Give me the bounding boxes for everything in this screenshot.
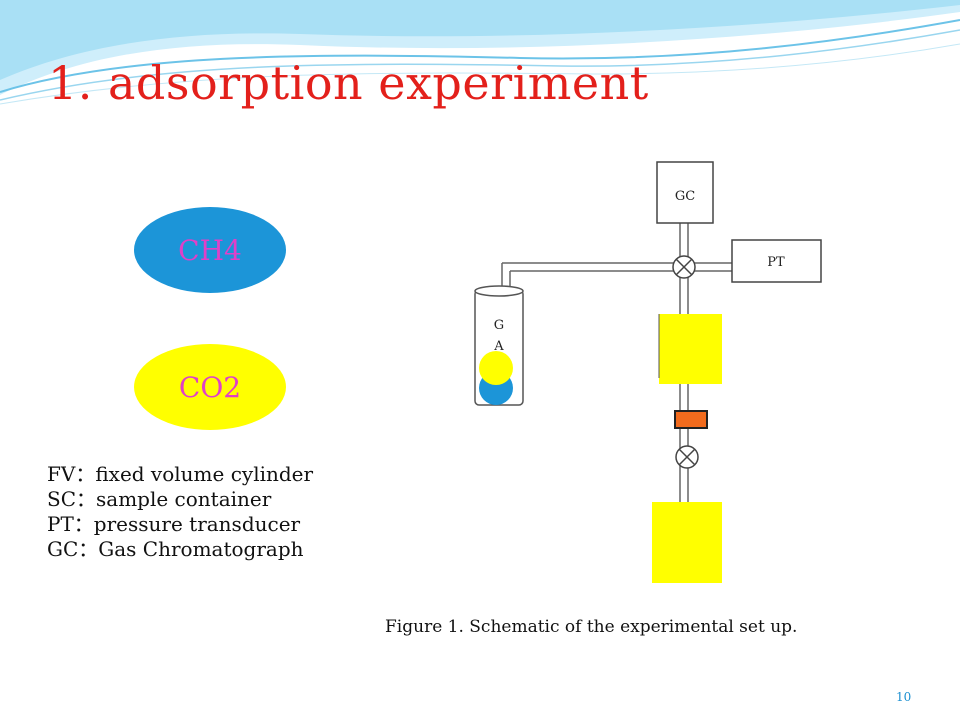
gc-label: GC — [675, 189, 695, 204]
schematic-diagram: GC PT G A — [381, 128, 914, 583]
slide-title: 1. adsorption experiment — [48, 56, 649, 110]
abbreviation-legend: FV：fixed volume cylinder SC：sample conta… — [47, 462, 313, 562]
figure-caption: Figure 1. Schematic of the experimental … — [385, 617, 798, 637]
legend-item-fv: FV：fixed volume cylinder — [47, 462, 314, 486]
co2-label: CO2 — [178, 370, 242, 404]
schematic-svg: GC PT G A — [474, 161, 822, 583]
pt-box — [731, 239, 822, 283]
legend-item-pt: PT：pressure transducer — [47, 512, 301, 536]
connector-block — [674, 410, 708, 429]
ga-label-g: G — [494, 318, 504, 333]
ga-label-a: A — [493, 339, 504, 354]
lower-valve-icon — [675, 445, 699, 469]
gc-box — [656, 161, 714, 224]
slide-number: 10 — [896, 690, 912, 704]
co2-gas-ellipse: CO2 — [134, 344, 286, 430]
ch4-gas-ellipse: CH4 — [134, 207, 286, 293]
header-wave-decoration — [0, 0, 960, 105]
legend-item-gc: GC：Gas Chromatograph — [47, 537, 304, 561]
co2-blob — [479, 351, 513, 385]
sample-container — [652, 502, 722, 583]
ch4-label: CH4 — [178, 233, 242, 267]
fixed-volume-cylinder — [659, 314, 722, 384]
pt-label: PT — [767, 255, 785, 270]
legend-item-sc: SC：sample container — [47, 487, 272, 511]
upper-valve-icon — [672, 255, 696, 279]
